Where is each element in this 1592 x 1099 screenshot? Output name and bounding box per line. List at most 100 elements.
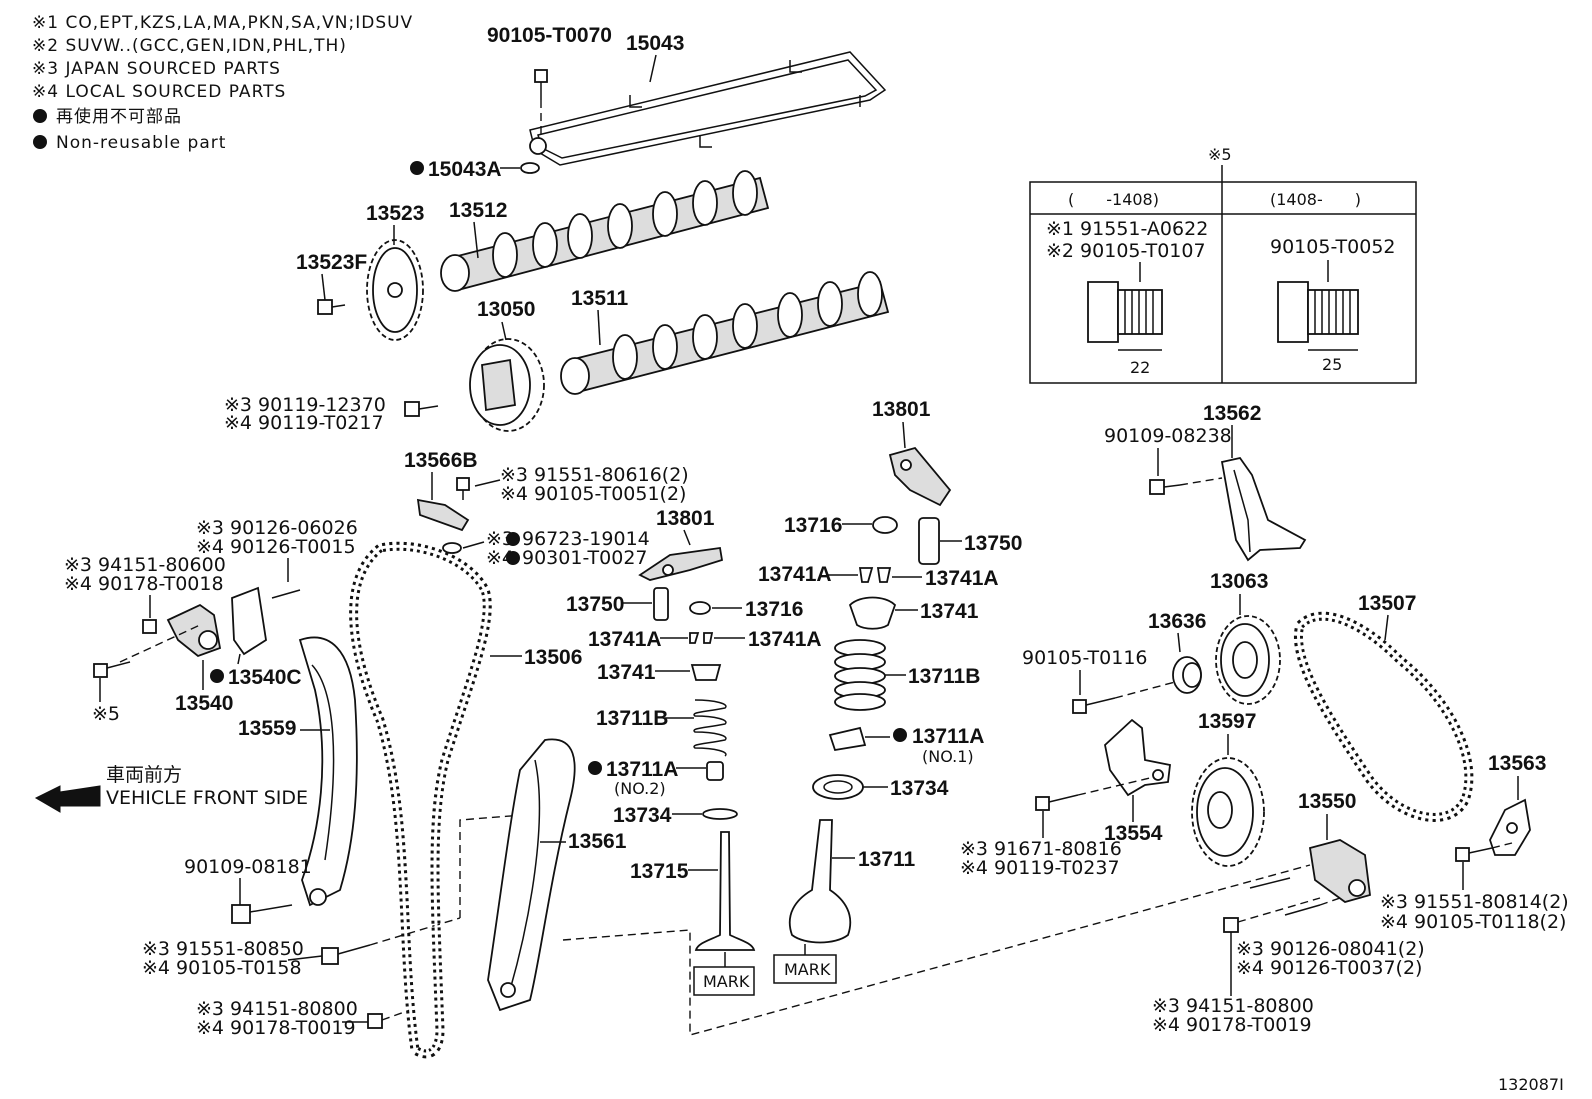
valve-keeper-13741A-a: [689, 632, 714, 644]
bolt-90105-T0070: [534, 69, 548, 135]
table-marker: ※5: [1208, 145, 1232, 164]
label-stud3: ※3 90126-06026: [196, 517, 358, 539]
note-non-reusable-en: Non-reusable part: [56, 133, 226, 153]
label-13741A-a2: 13741A: [748, 628, 822, 651]
label-90109-08181: 90109-08181: [184, 856, 312, 878]
timing-chain-13507: [1294, 611, 1474, 822]
bolt-90109-08238: [1149, 479, 1181, 495]
label-nut-h3: ※3 94151-80800: [1152, 995, 1314, 1017]
chain-tensioner-slipper-13559: [298, 636, 358, 907]
shim-13716-b: [872, 516, 898, 534]
exhaust-valve-13715: [694, 831, 756, 951]
head-cover-gasket: [529, 51, 887, 166]
table-col1-dim: 22: [1130, 358, 1150, 377]
tensioner-arm-13554: [1104, 718, 1171, 797]
non-reusable-dot-icon: [506, 532, 520, 546]
camshaft-sprocket-13523: [366, 239, 424, 341]
label-13511: 13511: [571, 287, 629, 310]
cam-timing-gear-13050: [469, 338, 545, 432]
label-13741A-a1: 13741A: [588, 628, 662, 651]
spring-seat-13734-b: [812, 774, 864, 800]
note-1: ※1 CO,EPT,KZS,LA,MA,PKN,SA,VN;IDSUV: [32, 13, 413, 33]
bolt-variant-table: ※5 ( -1408) (1408- ) ※1 91551-A0622 ※2 9…: [1029, 145, 1417, 384]
label-13716-b: 13716: [784, 514, 842, 537]
label-13523: 13523: [366, 202, 424, 225]
bolt-90119: [404, 401, 439, 417]
table-col2-line1: 90105-T0052: [1270, 236, 1396, 258]
chain-guide-13561: [487, 738, 576, 1012]
crank-sprocket-13063: [1215, 615, 1281, 705]
label-90105-T0070: 90105-T0070: [487, 24, 612, 47]
stud-90126: [271, 589, 301, 599]
label-bolt-f3: ※3 91551-80814(2): [1380, 891, 1569, 913]
chain-tensioner-13540: [166, 603, 222, 658]
label-star5: ※5: [92, 703, 120, 725]
label-13523F: 13523F: [296, 251, 367, 274]
gasket-13540C: [231, 586, 267, 656]
stud-a: [1249, 877, 1291, 889]
label-bolt-b3: ※3 91551-80616(2): [500, 464, 689, 486]
label-13734-a: 13734: [613, 804, 672, 827]
label-13540: 13540: [175, 692, 233, 715]
chain-guide-13563: [1489, 798, 1531, 856]
non-reusable-dot-icon: [506, 551, 520, 565]
label-13559: 13559: [238, 717, 296, 740]
label-13597: 13597: [1198, 710, 1256, 733]
label-nut4: ※4 90178-T0018: [64, 573, 224, 595]
non-reusable-dot-icon: [588, 761, 602, 775]
table-col2-header: (1408- ): [1270, 190, 1361, 209]
timing-chain-13506: [349, 541, 492, 1059]
note-non-reusable-jp: 再使用不可部品: [56, 106, 182, 127]
diagram-code: 132087I: [1498, 1075, 1564, 1094]
shim-13716-a: [689, 601, 711, 615]
label-13562: 13562: [1203, 402, 1261, 425]
sprocket-13597: [1191, 757, 1265, 867]
label-13711A-b: 13711A: [912, 725, 984, 748]
label-bolt-c4: ※4 90105-T0158: [142, 957, 302, 979]
label-bolt-a3: ※3 90119-12370: [224, 394, 386, 416]
label-13741A-b1: 13741A: [758, 563, 832, 586]
label-oring4: ※4: [486, 547, 514, 569]
vehicle-front-arrow-icon: [34, 785, 101, 813]
label-13506: 13506: [524, 646, 582, 669]
label-13507: 13507: [1358, 592, 1416, 615]
note-2: ※2 SUVW..(GCC,GEN,IDN,PHL,TH): [32, 36, 347, 56]
label-13750-a: 13750: [566, 593, 624, 616]
table-col1-line1: ※1 91551-A0622: [1046, 218, 1208, 240]
non-reusable-dot-icon: [33, 135, 47, 149]
chain-guide-13562: [1220, 456, 1307, 562]
label-13554: 13554: [1104, 822, 1163, 845]
bolt-91671-80816: [1035, 794, 1079, 811]
valve-keeper-13741A-b: [858, 567, 892, 583]
nut-94151: [142, 619, 157, 634]
label-13801-b: 13801: [872, 398, 931, 421]
bolt-5: [93, 661, 131, 678]
label-bolt-f4: ※4 90105-T0118(2): [1380, 911, 1566, 933]
label-nut-d3: ※3 94151-80800: [196, 998, 358, 1020]
label-stud4: ※4 90126-T0015: [196, 536, 356, 558]
label-mark-1: MARK: [703, 972, 750, 991]
label-oring4-num: 90301-T0027: [522, 547, 648, 569]
bolt-90109-08181: [231, 904, 293, 924]
stud-b: [1284, 904, 1321, 916]
label-13750-b: 13750: [964, 532, 1022, 555]
label-no1: (NO.1): [922, 747, 974, 766]
intake-valve-13711: [788, 819, 852, 944]
label-13741A-b2: 13741A: [925, 567, 999, 590]
nut-94151-80800-b: [1223, 917, 1239, 933]
label-13734-b: 13734: [890, 777, 949, 800]
label-mark-2: MARK: [784, 960, 831, 979]
label-13801-a: 13801: [656, 507, 715, 530]
valve-spring-13711B-a: [693, 699, 727, 757]
label-bolt-e4: ※4 90119-T0237: [960, 857, 1120, 879]
mark-box-2: [773, 954, 837, 984]
label-13540C: 13540C: [228, 666, 302, 689]
label-13561: 13561: [568, 830, 627, 853]
rocker-arm-13801-b: [888, 446, 952, 507]
label-13512: 13512: [449, 199, 507, 222]
table-col1-header: ( -1408): [1068, 190, 1159, 209]
label-13550: 13550: [1298, 790, 1356, 813]
label-13741-a: 13741: [597, 661, 656, 684]
non-reusable-dot-icon: [410, 161, 424, 175]
